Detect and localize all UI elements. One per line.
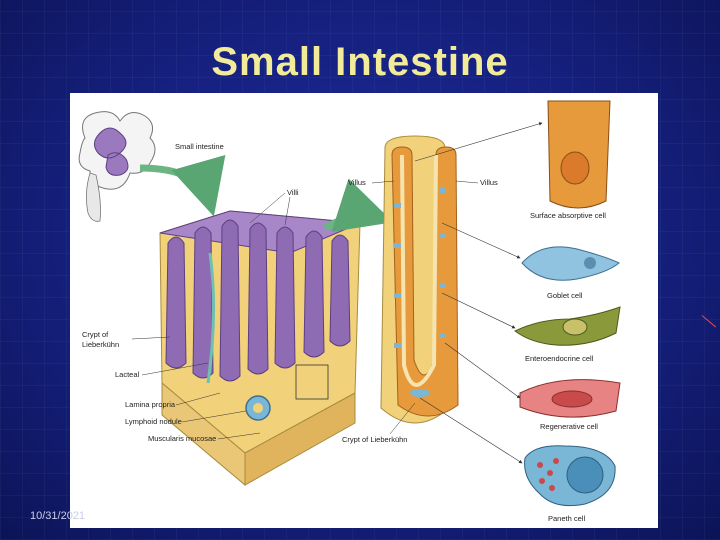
label-goblet-cell: Goblet cell (547, 291, 583, 300)
label-paneth-cell: Paneth cell (548, 514, 585, 523)
slide-title: Small Intestine (0, 40, 720, 85)
label-villus-left: Villus (348, 178, 366, 187)
label-villus-right: Villus (480, 178, 498, 187)
intestine-figure: Small intestine Villi (70, 93, 658, 528)
label-muscularis-mucosae: Muscularis mucosae (148, 434, 216, 443)
label-surface-absorptive-cell: Surface absorptive cell (530, 211, 606, 220)
label-crypt-bottom: Crypt of Lieberkühn (342, 435, 407, 444)
intestine-diagram: Small intestine Villi (70, 93, 658, 528)
overview-to-block-arrow (140, 168, 210, 203)
regenerative-cell-illustration (520, 380, 620, 417)
villus-crypt-detail (381, 136, 458, 423)
goblet-cell-illustration (522, 247, 619, 280)
surface-absorptive-cell-illustration (548, 101, 610, 208)
label-villi: Villi (287, 188, 299, 197)
label-lymphoid-nodule: Lymphoid nodule (125, 417, 182, 426)
villi-tissue-block (160, 211, 360, 485)
slide-date: 10/31/2021 (30, 510, 85, 522)
enteroendocrine-cell-illustration (515, 307, 620, 345)
label-enteroendocrine-cell: Enteroendocrine cell (525, 354, 594, 363)
label-crypt-lieberkuhn-1: Crypt of (82, 330, 109, 339)
label-crypt-lieberkuhn-2: Lieberkühn (82, 340, 119, 349)
label-lacteal: Lacteal (115, 370, 140, 379)
paneth-cell-illustration (525, 446, 616, 506)
label-small-intestine: Small intestine (175, 142, 224, 151)
label-lamina-propria: Lamina propria (125, 400, 176, 409)
label-regenerative-cell: Regenerative cell (540, 422, 598, 431)
